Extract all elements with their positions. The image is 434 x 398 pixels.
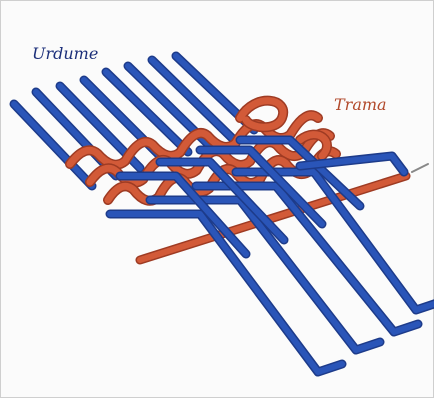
warp-thread-long <box>236 172 434 310</box>
warp-label: Urdume <box>32 44 98 63</box>
pointer-mark <box>412 164 428 172</box>
weft-label: Trama <box>334 95 387 114</box>
